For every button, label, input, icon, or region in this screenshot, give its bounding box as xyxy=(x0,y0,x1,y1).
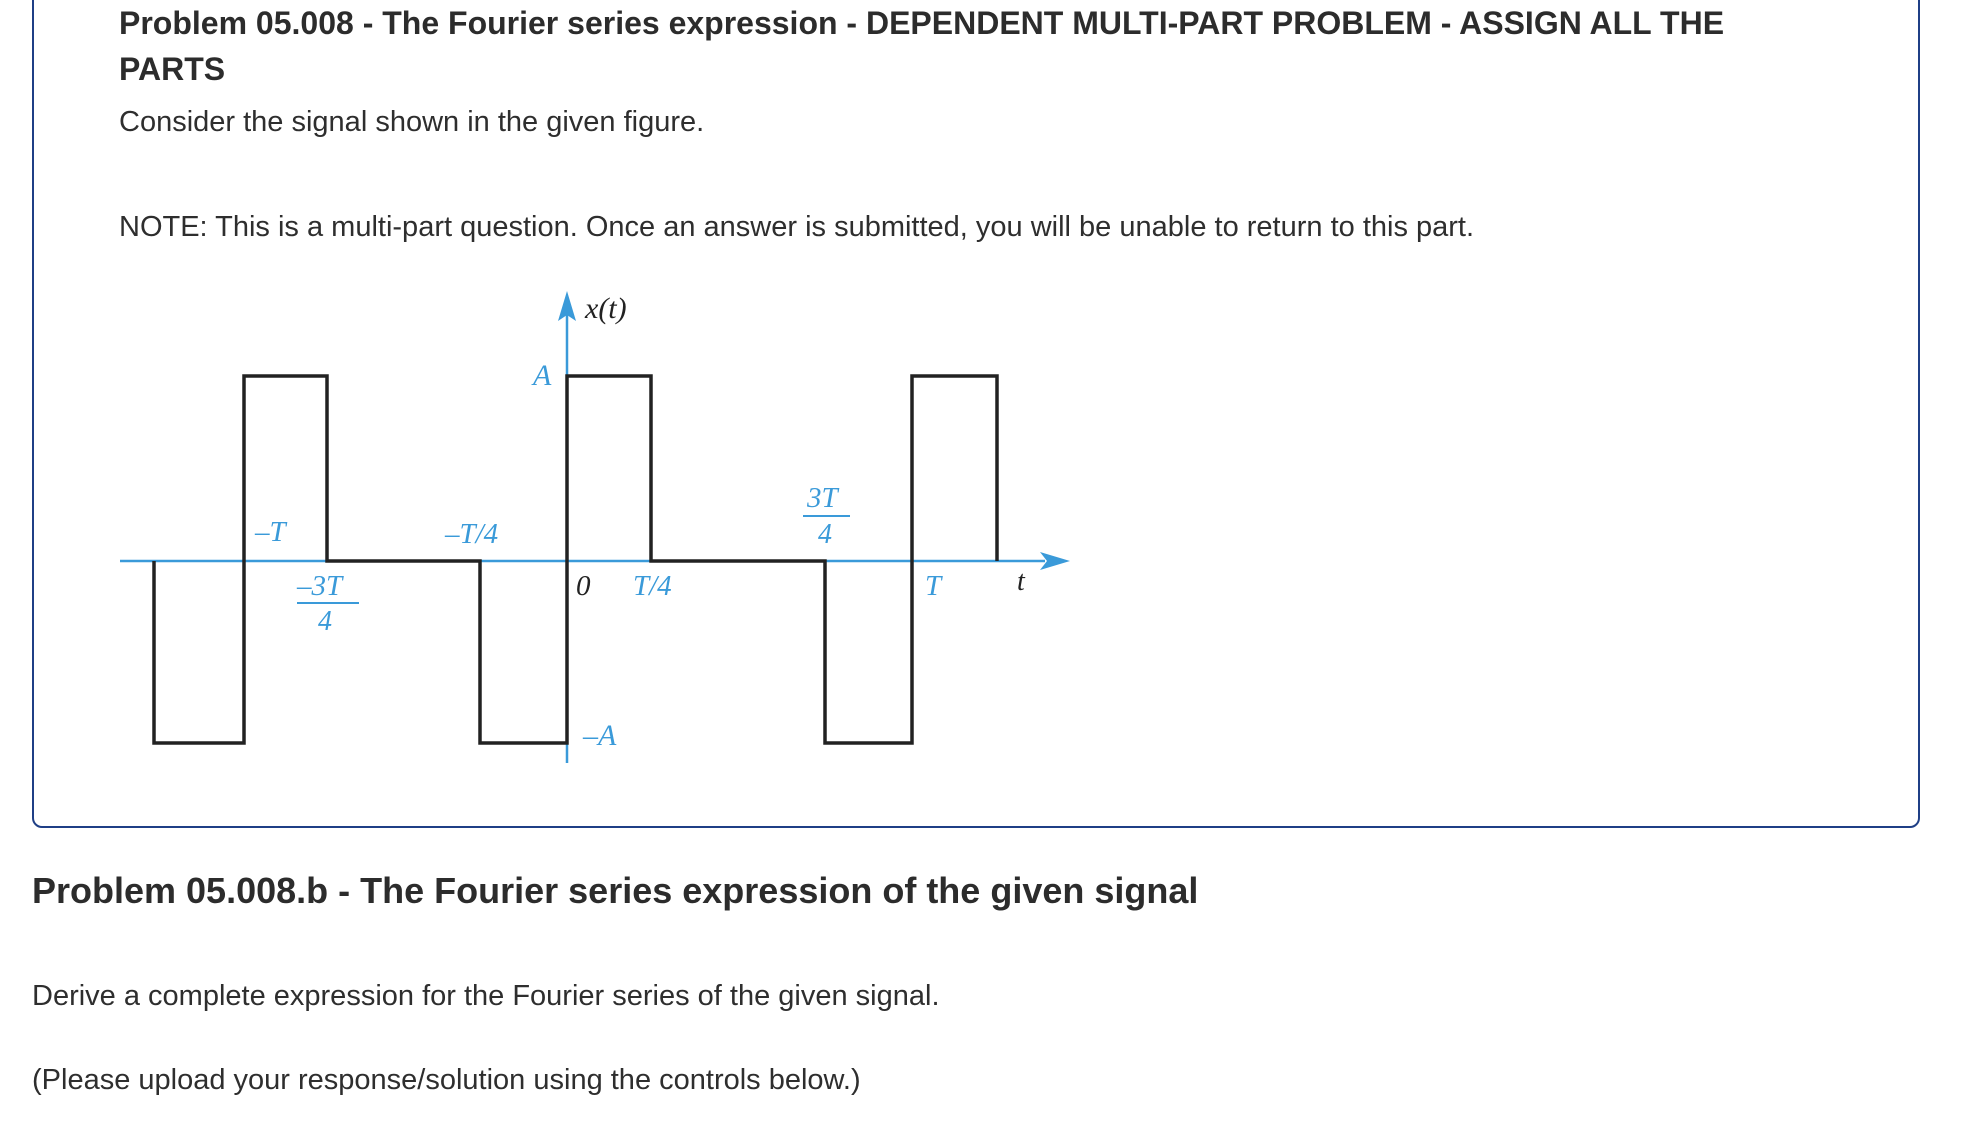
problem-intro: Consider the signal shown in the given f… xyxy=(119,106,705,138)
amplitude-pos-label: A xyxy=(531,359,552,392)
tick-label-T4: T/4 xyxy=(633,570,672,602)
tick-label-neg-T: –T xyxy=(254,516,288,548)
tick-label-neg-T4: –T/4 xyxy=(444,518,498,550)
part-instruction: Derive a complete expression for the Fou… xyxy=(32,980,940,1012)
amplitude-axis-arrow-icon xyxy=(558,291,576,321)
part-title: Problem 05.008.b - The Fourier series ex… xyxy=(32,870,1199,911)
tick-label-neg-3T-denominator: 4 xyxy=(318,606,332,637)
signal-plot: x(t) t A –A –T –3T 4 –T/4 0 T/4 3T 4 T xyxy=(120,291,1070,763)
tick-label-neg-3T-numerator: –3T xyxy=(296,570,344,602)
x-axis-label: t xyxy=(1017,566,1026,597)
signal-waveform xyxy=(152,374,999,745)
multipart-note: NOTE: This is a multi-part question. Onc… xyxy=(119,211,1475,243)
tick-label-T: T xyxy=(925,570,943,602)
upload-note: (Please upload your response/solution us… xyxy=(32,1064,861,1096)
time-axis-arrow-icon xyxy=(1040,552,1070,570)
tick-label-3T-denominator: 4 xyxy=(818,519,832,550)
problem-container xyxy=(32,0,1920,828)
tick-label-3T-numerator: 3T xyxy=(806,482,840,514)
amplitude-neg-label: –A xyxy=(582,719,617,752)
y-axis-label: x(t) xyxy=(584,292,627,325)
signal-figure: x(t) t A –A –T –3T 4 –T/4 0 T/4 3T 4 T xyxy=(110,285,1070,775)
tick-label-zero: 0 xyxy=(576,570,591,602)
problem-title: Problem 05.008 - The Fourier series expr… xyxy=(119,5,1725,87)
